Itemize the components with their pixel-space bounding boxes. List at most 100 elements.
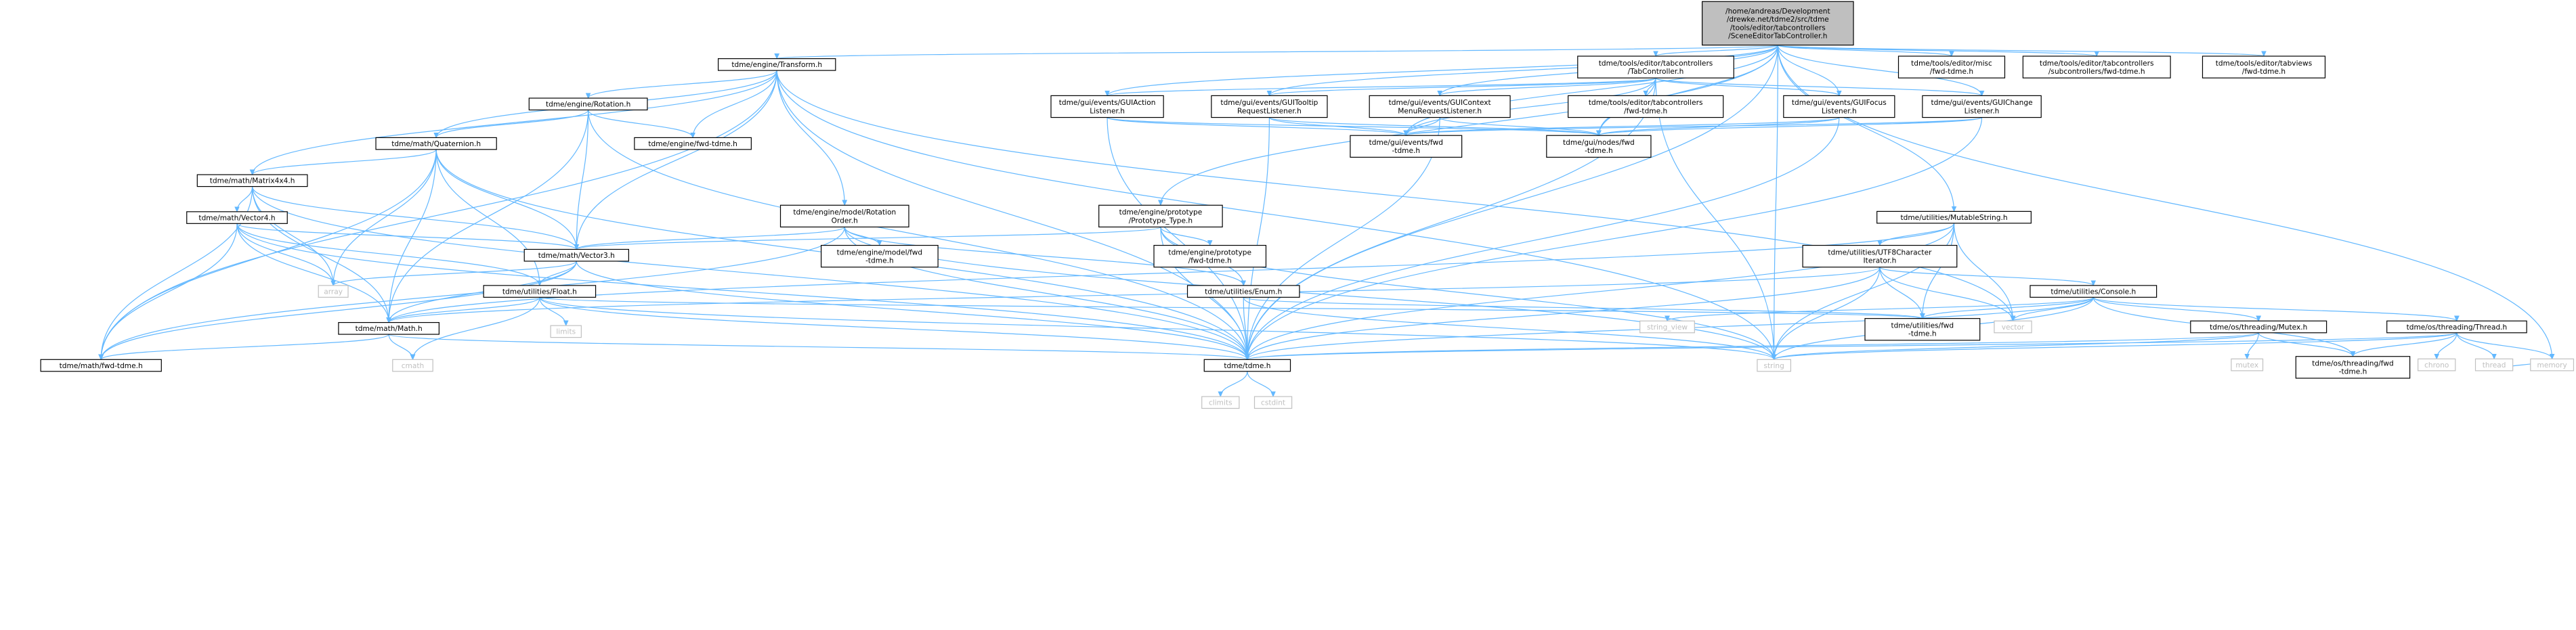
node-box bbox=[1098, 204, 1223, 228]
edge-float-to-string bbox=[539, 296, 1774, 359]
node-label: /subcontrollers/fwd-tdme.h bbox=[2048, 68, 2145, 76]
edge-quaternion-to-math_fwd bbox=[101, 149, 437, 359]
edge-tabcontroller-to-guifocus bbox=[1655, 77, 1839, 95]
node-box bbox=[2231, 358, 2264, 372]
edge-root-to-guiaction bbox=[1107, 45, 1778, 96]
node-tabcontrollers_fwd[interactable]: tdme/tools/editor/tabcontrollers/fwd-tdm… bbox=[1568, 95, 1724, 118]
node-label: Listener.h bbox=[1822, 107, 1857, 115]
node-label: tdme/tools/editor/tabcontrollers bbox=[1589, 99, 1703, 107]
node-transform[interactable]: tdme/engine/Transform.h bbox=[717, 58, 836, 71]
node-label: Iterator.h bbox=[1864, 257, 1897, 265]
node-console[interactable]: tdme/utilities/Console.h bbox=[2030, 285, 2158, 298]
node-subcontrollers_fwd[interactable]: tdme/tools/editor/tabcontrollers/subcont… bbox=[2022, 55, 2171, 78]
edge-root-to-tabviews_fwd bbox=[1777, 45, 2264, 56]
edge-console-to-mutex bbox=[2092, 296, 2258, 321]
node-label: tdme/engine/Rotation.h bbox=[546, 101, 630, 109]
node-prototype_type[interactable]: tdme/engine/prototype/Prototype_Type.h bbox=[1098, 204, 1223, 228]
node-misc_fwd[interactable]: tdme/tools/editor/misc/fwd-tdme.h bbox=[1897, 55, 2006, 78]
edge-rotationorder-to-vector3 bbox=[576, 226, 845, 249]
node-prototype_fwd[interactable]: tdme/engine/prototype/fwd-tdme.h bbox=[1153, 244, 1267, 268]
node-label: tdme/gui/events/fwd bbox=[1369, 139, 1443, 147]
edge-tabcontroller-to-tdme_h bbox=[1247, 78, 1656, 359]
node-math_h[interactable]: tdme/math/Math.h bbox=[338, 321, 439, 335]
node-thread[interactable]: tdme/os/threading/Thread.h bbox=[2386, 320, 2527, 334]
node-mutex[interactable]: tdme/os/threading/Mutex.h bbox=[2190, 320, 2327, 334]
node-nodes_fwd[interactable]: tdme/gui/nodes/fwd-tdme.h bbox=[1546, 135, 1652, 158]
node-model_fwd[interactable]: tdme/engine/model/fwd-tdme.h bbox=[821, 244, 939, 268]
edge-console-to-thread bbox=[2092, 296, 2457, 321]
node-vector: vector bbox=[1994, 320, 2032, 334]
edge-utf8-to-string bbox=[1774, 267, 1881, 360]
node-threading_fwd[interactable]: tdme/os/threading/fwd-tdme.h bbox=[2295, 356, 2411, 379]
edge-console-to-string_view bbox=[1667, 296, 2094, 321]
node-label: tdme/gui/events/GUIContext bbox=[1389, 99, 1491, 107]
node-label: tdme/tdme.h bbox=[1224, 362, 1270, 370]
edge-mutablestring-to-utilities_fwd bbox=[1923, 223, 1955, 319]
edge-rotationorder-to-model_fwd bbox=[844, 227, 880, 245]
node-tabviews_fwd[interactable]: tdme/tools/editor/tabviews/fwd-tdme.h bbox=[2202, 55, 2326, 78]
node-box bbox=[550, 325, 582, 338]
node-tabcontroller[interactable]: tdme/tools/editor/tabcontrollers/TabCont… bbox=[1577, 55, 1734, 78]
node-root[interactable]: /home/andreas/Development/drewke.net/tdm… bbox=[1702, 1, 1854, 46]
edge-guifocus-to-events_fwd bbox=[1406, 116, 1840, 136]
edge-tabcontroller-to-events_fwd bbox=[1406, 78, 1656, 135]
node-matrix4x4[interactable]: tdme/math/Matrix4x4.h bbox=[196, 174, 308, 187]
edge-root-to-transform bbox=[777, 45, 1778, 59]
node-guitooltip[interactable]: tdme/gui/events/GUITooltipRequestListene… bbox=[1211, 95, 1328, 118]
edge-utf8-to-utilities_fwd bbox=[1879, 267, 1923, 319]
edge-layer bbox=[101, 45, 2552, 397]
node-enum[interactable]: tdme/utilities/Enum.h bbox=[1186, 285, 1300, 298]
node-box bbox=[1897, 55, 2006, 78]
edge-transform-to-rotation bbox=[588, 70, 777, 98]
node-label: tdme/gui/events/GUIChange bbox=[1931, 99, 2032, 107]
node-mutablestring[interactable]: tdme/utilities/MutableString.h bbox=[1876, 210, 2032, 224]
node-box bbox=[196, 174, 308, 187]
node-box bbox=[2418, 358, 2456, 372]
node-label: tdme/utilities/Enum.h bbox=[1205, 288, 1282, 296]
node-vector4[interactable]: tdme/math/Vector4.h bbox=[186, 211, 288, 224]
node-box bbox=[1702, 1, 1854, 46]
edge-tabcontroller-to-guiaction bbox=[1107, 77, 1656, 95]
node-box bbox=[1994, 320, 2032, 334]
node-string_view: string_view bbox=[1639, 320, 1695, 334]
node-guicontext[interactable]: tdme/gui/events/GUIContextMenuRequestLis… bbox=[1369, 95, 1511, 118]
node-label: thread bbox=[2483, 361, 2506, 369]
edge-mutablestring-to-math_h bbox=[389, 223, 1955, 323]
node-rotation[interactable]: tdme/engine/Rotation.h bbox=[528, 97, 648, 111]
node-label: tdme/gui/events/GUIFocus bbox=[1792, 99, 1887, 107]
node-engine_fwd[interactable]: tdme/engine/fwd-tdme.h bbox=[634, 137, 752, 150]
node-math_fwd[interactable]: tdme/math/fwd-tdme.h bbox=[40, 359, 162, 372]
edge-mutex-to-mutex_sys bbox=[2247, 332, 2259, 359]
node-quaternion[interactable]: tdme/math/Quaternion.h bbox=[375, 137, 497, 150]
node-events_fwd[interactable]: tdme/gui/events/fwd-tdme.h bbox=[1350, 135, 1463, 158]
edge-rotation-to-vector3 bbox=[576, 110, 589, 249]
edge-vector4-to-math_h bbox=[236, 223, 389, 322]
node-utilities_fwd[interactable]: tdme/utilities/fwd-tdme.h bbox=[1864, 318, 1981, 341]
node-label: tdme/tools/editor/tabcontrollers bbox=[1599, 60, 1713, 68]
edge-root-to-guichange bbox=[1777, 45, 1981, 96]
node-box bbox=[1203, 359, 1291, 372]
edge-root-to-string bbox=[1774, 45, 1778, 360]
edge-thread-to-thread_sys bbox=[2456, 332, 2494, 359]
node-label: /home/andreas/Development bbox=[1725, 7, 1830, 16]
node-label: tdme/engine/prototype bbox=[1168, 248, 1251, 256]
edge-quaternion-to-math_h bbox=[389, 149, 437, 323]
node-label: tdme/utilities/Float.h bbox=[502, 288, 577, 296]
node-box bbox=[2295, 356, 2411, 379]
node-vector3[interactable]: tdme/math/Vector3.h bbox=[523, 248, 629, 262]
node-box bbox=[1546, 135, 1652, 158]
node-float[interactable]: tdme/utilities/Float.h bbox=[483, 285, 597, 298]
node-label: tdme/engine/model/Rotation bbox=[793, 208, 896, 217]
node-label: tdme/math/fwd-tdme.h bbox=[60, 362, 143, 370]
node-tdme_h[interactable]: tdme/tdme.h bbox=[1203, 359, 1291, 372]
edge-guitooltip-to-tdme_h bbox=[1247, 117, 1270, 360]
node-cmath: cmath bbox=[392, 359, 433, 372]
node-label: vector bbox=[2002, 323, 2025, 332]
node-box bbox=[318, 285, 349, 298]
edge-enum-to-utilities_fwd bbox=[1243, 296, 1923, 318]
